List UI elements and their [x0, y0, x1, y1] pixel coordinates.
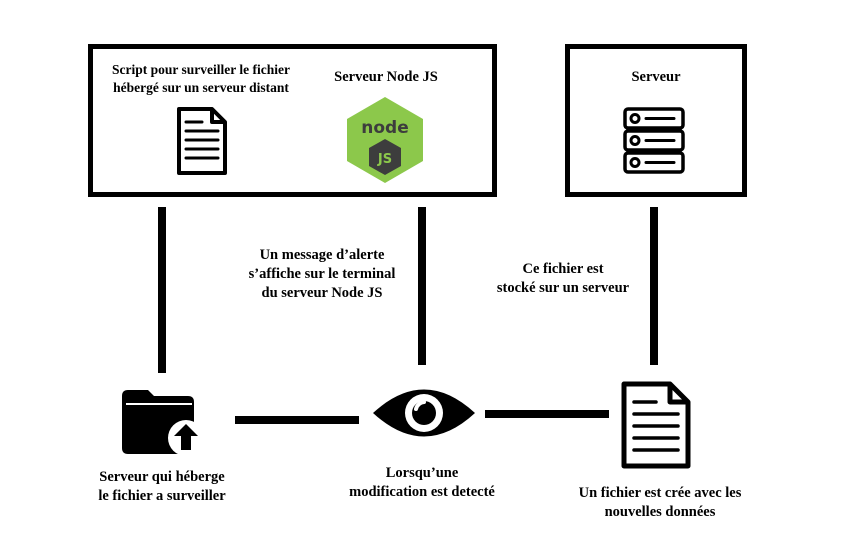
stored-annotation: Ce fichier est stocké sur un serveur — [496, 261, 630, 296]
script-document-icon — [177, 107, 227, 175]
nodejs-logo-js: JS — [377, 152, 392, 167]
script-label: Script pour surveiller le fichier héberg… — [112, 62, 290, 95]
host-server-caption: Serveur qui héberge le fichier a surveil… — [98, 469, 226, 504]
nodejs-label: Serveur Node JS — [334, 69, 438, 85]
connector-left-horizontal — [235, 416, 359, 424]
new-file-document-icon — [621, 381, 691, 469]
folder-upload-icon — [122, 390, 204, 456]
server-rack-icon — [623, 107, 685, 174]
connector-right-horizontal — [485, 410, 609, 418]
connector-left-vertical — [158, 207, 166, 373]
eye-icon — [373, 389, 475, 437]
new-file-caption: Un fichier est crée avec les nouvelles d… — [578, 485, 742, 520]
monitor-script-box — [88, 44, 497, 197]
connector-right-vertical — [650, 207, 658, 365]
connector-center-vertical — [418, 207, 426, 365]
server-label: Serveur — [631, 69, 681, 85]
alert-annotation: Un message d’alerte s’affiche sur le ter… — [248, 247, 396, 301]
nodejs-logo-text: node — [361, 118, 408, 138]
nodejs-logo-icon: node JS — [347, 97, 423, 183]
detection-caption: Lorsqu’une modification est detecté — [349, 465, 495, 500]
